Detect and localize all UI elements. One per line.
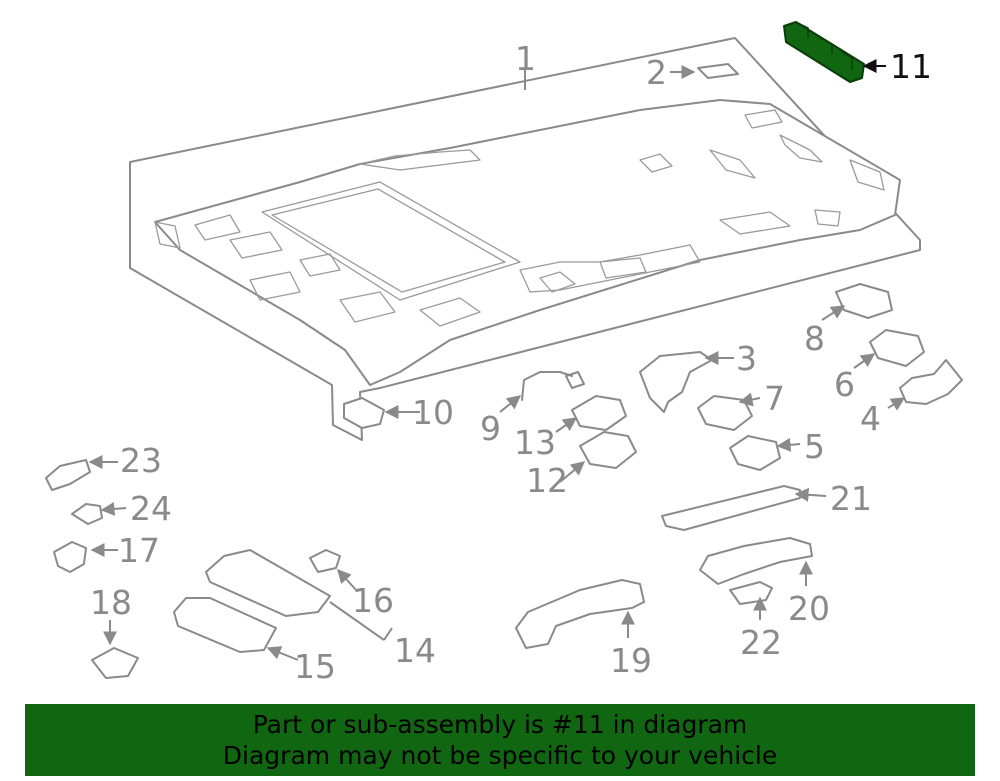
- part-7-lamp: [697, 395, 753, 431]
- part-13-lamp: [571, 395, 627, 431]
- callout-4: 4: [860, 399, 881, 438]
- part-22-clip: [729, 581, 773, 605]
- part-17-clip: [53, 541, 87, 573]
- banner-line-1: Part or sub-assembly is #11 in diagram: [252, 710, 748, 739]
- callout-24: 24: [130, 489, 172, 528]
- callout-13: 13: [514, 423, 556, 462]
- part-2-pad: [697, 63, 739, 79]
- part-23-clip: [45, 459, 91, 491]
- callout-1: 1: [515, 39, 536, 78]
- part-15-sunvisor: [173, 597, 277, 653]
- callout-18: 18: [90, 583, 132, 622]
- info-banner: Part or sub-assembly is #11 in diagram D…: [25, 704, 975, 776]
- callout-15: 15: [294, 647, 336, 686]
- banner-line-2: Diagram may not be specific to your vehi…: [222, 741, 778, 770]
- part-5-lamp: [729, 435, 781, 471]
- part-12-bezel: [579, 431, 637, 469]
- part-6-lamp: [869, 329, 925, 367]
- callout-7: 7: [764, 379, 785, 418]
- callout-12: 12: [526, 461, 568, 500]
- callout-9: 9: [480, 409, 501, 448]
- part-16-clip: [309, 549, 341, 573]
- callout-labels: 1 2 3 4 5 6 7 8 9 10 11 12 13 14 15 16 1…: [90, 39, 932, 686]
- callout-17: 17: [118, 531, 160, 570]
- callout-5: 5: [804, 427, 825, 466]
- callout-8: 8: [804, 319, 825, 358]
- part-3-bracket: [639, 351, 713, 413]
- part-4-lamp: [899, 359, 963, 405]
- callout-14: 14: [394, 631, 436, 670]
- part-10-clip: [343, 397, 385, 429]
- part-19-grab-handle: [515, 579, 645, 649]
- callout-21: 21: [830, 479, 872, 518]
- callout-23: 23: [120, 441, 162, 480]
- callout-20: 20: [788, 589, 830, 628]
- part-14-sunvisor: [205, 549, 331, 617]
- callout-19: 19: [610, 641, 652, 680]
- callout-11: 11: [890, 47, 932, 86]
- callout-3: 3: [736, 339, 757, 378]
- part-20-console: [699, 537, 813, 585]
- part-8-cover: [835, 283, 893, 319]
- part-18-holder: [91, 647, 139, 679]
- part-24-cap: [71, 503, 103, 525]
- part-9-cable: [521, 371, 585, 401]
- part-11-highlighted: [783, 21, 865, 83]
- callout-16: 16: [352, 581, 394, 620]
- callout-6: 6: [834, 365, 855, 404]
- callout-22: 22: [740, 623, 782, 662]
- headliner-panel: [129, 37, 921, 441]
- callout-2: 2: [646, 53, 667, 92]
- parts-diagram: 1 2 3 4 5 6 7 8 9 10 11 12 13 14 15 16 1…: [45, 21, 963, 686]
- part-21-rail: [661, 485, 801, 531]
- callout-10: 10: [412, 393, 454, 432]
- leader-lines: [88, 59, 906, 661]
